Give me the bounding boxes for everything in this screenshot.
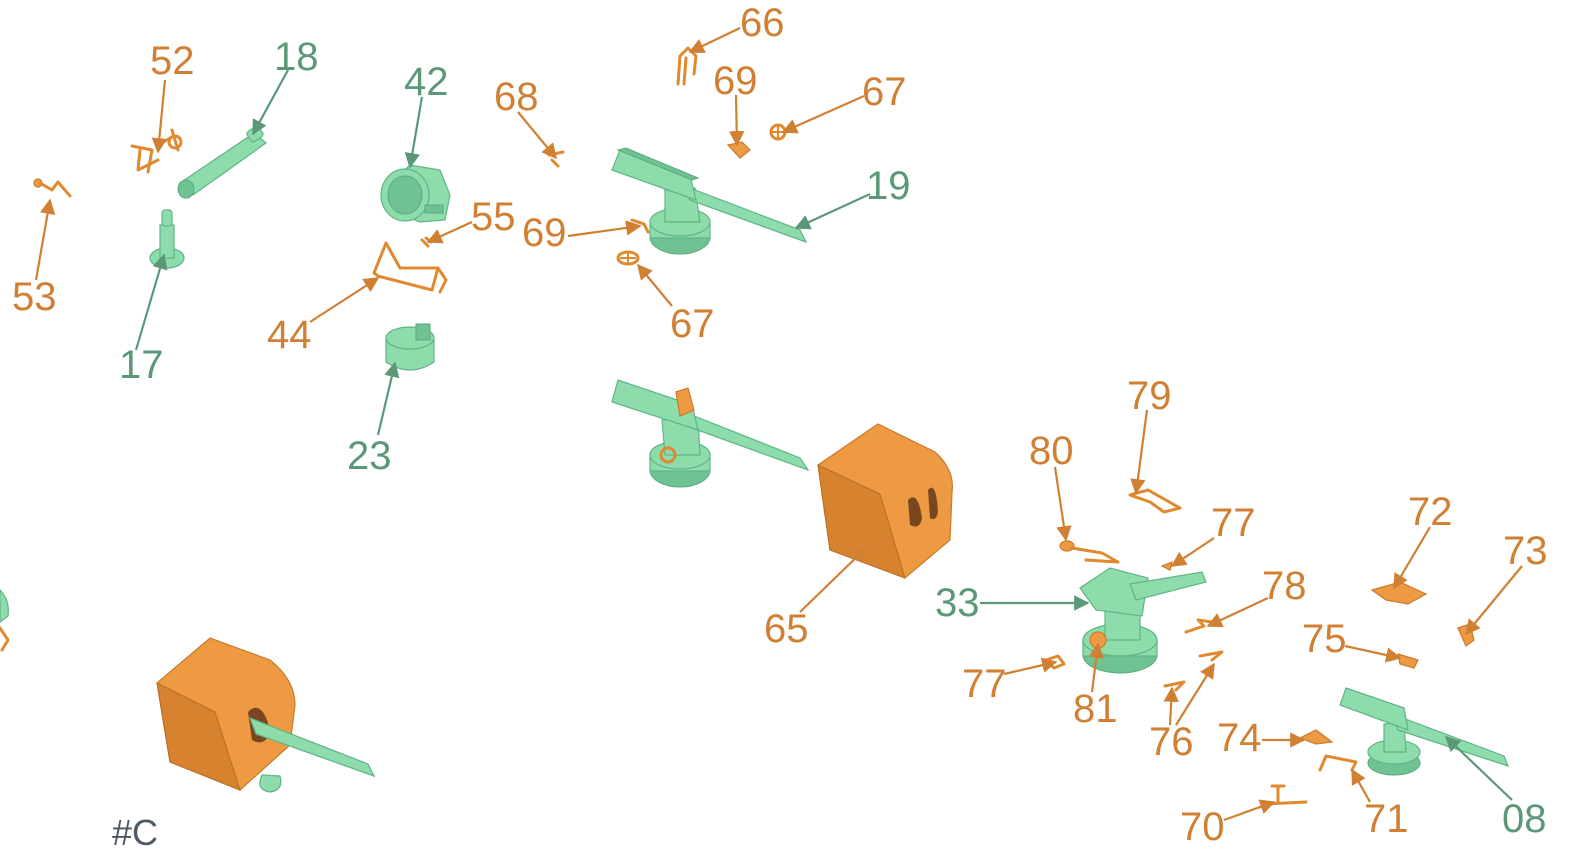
part-67-lower (616, 250, 640, 266)
part-77-upper (1160, 561, 1173, 571)
leader-65 (799, 546, 868, 613)
part-23 (385, 323, 435, 371)
leader-23 (376, 361, 400, 436)
part-74 (1298, 729, 1334, 745)
leader-53 (34, 198, 56, 281)
leader-79 (1130, 409, 1149, 495)
leader-17 (134, 253, 168, 351)
part-67-top (769, 123, 787, 141)
callout-66: 66 (740, 1, 785, 45)
leader-69-lower (567, 220, 642, 238)
callout-68: 68 (494, 75, 539, 119)
callout-70: 70 (1180, 805, 1225, 849)
part-72 (1370, 581, 1428, 605)
part-08-gun (1339, 687, 1510, 776)
part-52 (130, 128, 183, 174)
callout-75: 75 (1302, 617, 1347, 661)
callout-65: 65 (764, 607, 809, 651)
leader-71 (1351, 768, 1371, 803)
leader-73 (1465, 565, 1523, 636)
leader-81 (1088, 642, 1104, 693)
part-68 (547, 150, 565, 168)
leader-66 (688, 27, 741, 53)
leader-19 (794, 193, 871, 230)
callout-52: 52 (150, 39, 195, 83)
callout-72: 72 (1408, 490, 1453, 534)
part-44 (372, 241, 448, 294)
section-tag: #C (112, 812, 158, 853)
callout-33: 33 (935, 581, 980, 625)
callout-53: 53 (12, 275, 57, 319)
leader-08 (1444, 735, 1513, 801)
part-75 (1397, 653, 1419, 669)
part-70 (1264, 784, 1308, 806)
partial-wire-left-edge (0, 626, 10, 652)
leader-78 (1206, 597, 1269, 628)
leader-75 (1344, 644, 1402, 663)
part-33-mount (1079, 567, 1207, 674)
leader-80 (1053, 466, 1072, 542)
assembled-gun-middle (611, 379, 810, 488)
callout-73: 73 (1503, 529, 1548, 573)
callout-80: 80 (1029, 429, 1074, 473)
part-17 (149, 209, 185, 269)
part-42 (380, 164, 451, 223)
callout-81: 81 (1073, 687, 1118, 731)
leader-55 (426, 220, 473, 244)
part-66 (676, 46, 698, 86)
callout-18: 18 (274, 35, 319, 79)
callout-77-lower: 77 (962, 662, 1007, 706)
part-71 (1318, 754, 1358, 772)
callout-67-top: 67 (862, 70, 907, 114)
part-76-a (1198, 650, 1224, 662)
part-79 (1128, 488, 1182, 514)
callout-67-lower: 67 (670, 302, 715, 346)
leader-77-lower (1003, 657, 1058, 676)
callout-74: 74 (1217, 716, 1262, 760)
leader-52 (151, 79, 168, 154)
part-69-top (726, 141, 751, 159)
leader-67-lower (637, 263, 673, 307)
callout-08: 08 (1502, 797, 1547, 841)
callout-76: 76 (1149, 720, 1194, 764)
part-19-gun (611, 147, 808, 255)
leader-77-upper (1170, 537, 1215, 567)
callout-77-upper: 77 (1211, 501, 1256, 545)
part-80 (1059, 540, 1120, 564)
leader-76-b (1163, 686, 1179, 726)
part-65-shield (817, 423, 953, 579)
callout-19: 19 (866, 164, 911, 208)
leader-72 (1393, 526, 1431, 590)
callout-55: 55 (471, 195, 516, 239)
leader-44 (309, 277, 380, 323)
callout-71: 71 (1364, 797, 1409, 841)
callout-78: 78 (1262, 564, 1307, 608)
leader-76-a (1175, 662, 1215, 726)
part-78 (1184, 618, 1214, 634)
part-53 (33, 178, 72, 198)
callout-44: 44 (267, 313, 312, 357)
leader-70 (1223, 799, 1276, 822)
callout-23: 23 (347, 434, 392, 478)
callout-69-lower: 69 (522, 211, 567, 255)
part-18 (177, 125, 267, 199)
leader-68 (517, 111, 557, 160)
shielded-gun-bottom-left (156, 637, 376, 793)
leader-42 (404, 96, 424, 169)
callout-17: 17 (119, 343, 164, 387)
leader-18 (252, 69, 289, 136)
part-76-b (1163, 680, 1186, 692)
callout-42: 42 (404, 60, 449, 104)
leader-67-top (781, 94, 865, 134)
callout-79: 79 (1127, 374, 1172, 418)
partial-part-left-edge (0, 589, 9, 623)
callout-69-top: 69 (713, 59, 758, 103)
leader-69-top (729, 94, 745, 147)
